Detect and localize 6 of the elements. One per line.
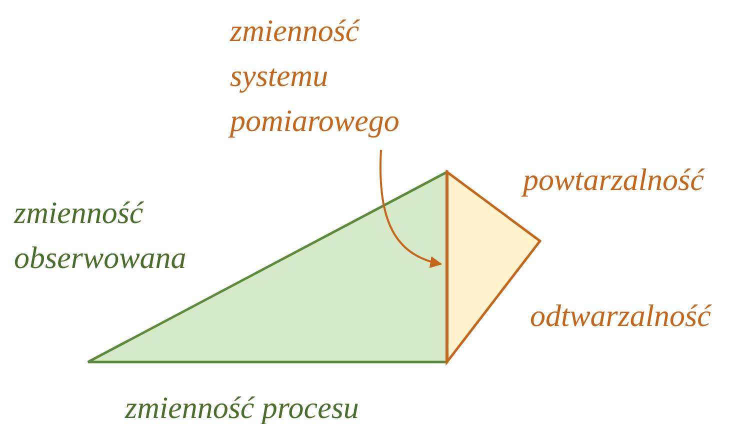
callout-text: zmienność systemu pomiarowego <box>230 8 460 143</box>
arrow <box>379 150 442 268</box>
side-label: powtarzalność <box>523 161 704 199</box>
side-label: odtwarzalność <box>530 297 711 335</box>
side-label: zmienność obserwowana <box>14 194 188 277</box>
triangle-side <box>446 172 448 362</box>
